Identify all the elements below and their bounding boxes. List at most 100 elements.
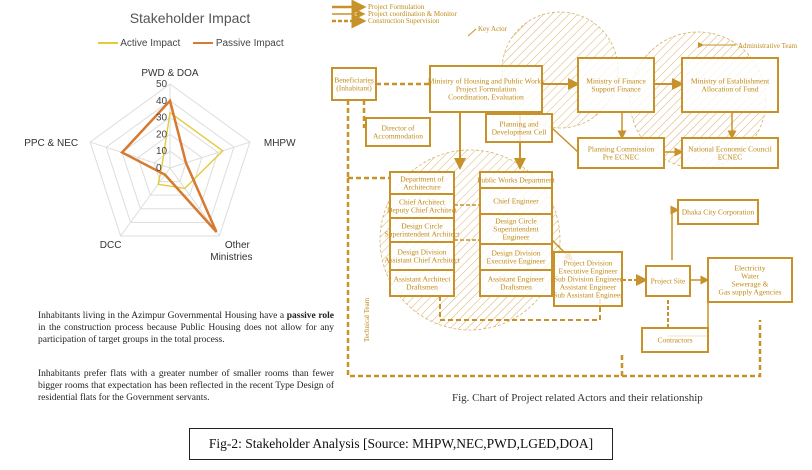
box-project-site (645, 265, 691, 297)
key-actor-label: Key Actor (478, 25, 508, 33)
box-text-project-division: Sub Division Engineer (554, 275, 623, 284)
box-text-asst-architect: Assistant Architect (394, 275, 452, 284)
box-text-asst-engineer: Draftsmen (500, 283, 532, 292)
box-ecnec (681, 137, 779, 169)
box-text-establishment: Allocation of Fund (701, 85, 758, 94)
box-text-design-division-a: Assistant Chief Architect (384, 256, 460, 265)
box-text-design-circle-a: Design Circle (401, 222, 443, 231)
radar-tick-label: 40 (156, 96, 168, 107)
box-text-architecture: Architecture (403, 183, 441, 192)
legend-coordination-text: Project coordination & Monitor (368, 10, 458, 18)
diagram-legend: Project Formulation Project coordination… (332, 0, 458, 29)
box-text-project-site: Project Site (651, 277, 686, 286)
box-text-project-division: Assistant Engineer (560, 283, 617, 292)
legend-swatch-passive (193, 42, 214, 45)
box-beneficiaries (331, 67, 377, 101)
box-project-division (553, 251, 623, 307)
box-text-utilities: Sewerage & (732, 280, 769, 289)
box-planning-cell (485, 113, 553, 143)
box-text-design-division-e: Design Division (492, 249, 541, 258)
box-text-ecnec: ECNEC (718, 153, 743, 162)
box-text-utilities: Gas supply Agencies (719, 288, 782, 297)
technical-team-label: Technical Team (363, 297, 371, 342)
radar-series-active-impact (157, 111, 224, 190)
box-dhaka (677, 199, 759, 225)
radar-series (120, 98, 224, 233)
actor-diagram: Project Formulation Project coordination… (331, 0, 798, 378)
radar-series-passive-impact (120, 98, 218, 233)
diagram-boxes: Beneficiaries(Inhabitant) Ministry of Hou… (331, 57, 793, 353)
box-text-utilities: Electricity (734, 264, 765, 273)
box-text-director: Accommodation (373, 132, 423, 141)
box-text-design-circle-e: Superintendent (493, 225, 539, 234)
radar-axis-label-cont: Ministries (210, 252, 252, 263)
box-chief-engineer (479, 187, 553, 215)
box-text-finance: Ministry of Finance (586, 77, 646, 86)
box-text-dhaka: Dhaka City Corporation (682, 208, 755, 217)
box-text-beneficiaries: Beneficiaries (334, 76, 374, 85)
radar-spoke (89, 141, 171, 169)
box-text-establishment: Ministry of Establishment (691, 77, 770, 86)
connector-bottom-loop (346, 178, 624, 378)
bottom-caption: Fig-2: Stakeholder Analysis [Source: MHP… (189, 428, 613, 460)
box-text-ecnec: National Economic Council (688, 145, 772, 154)
radar-axis-label: PWD & DOA (141, 68, 199, 79)
radar-tick-label: 20 (156, 129, 168, 140)
box-text-project-division: Executive Engineer (559, 267, 618, 276)
radar-grid (89, 83, 251, 237)
box-planning-commission (577, 137, 665, 169)
box-text-asst-architect: Draftsmen (406, 283, 438, 292)
box-text-ministry: Project Formulation (456, 85, 516, 94)
box-text-asst-engineer: Assistant Engineer (488, 275, 545, 284)
radar-spoke (120, 167, 171, 237)
legend-passive-label: Passive Impact (215, 38, 284, 49)
paragraph-role-bold: passive role (286, 311, 335, 321)
radar-tick-label: 0 (156, 163, 162, 174)
admin-team-label: Administrative Team (738, 42, 798, 50)
paragraph-role: Inhabitants living in the Azimpur Govern… (38, 310, 334, 346)
box-finance (577, 57, 655, 113)
legend-active-label: Active Impact (120, 38, 181, 49)
paragraph-role-end: in the construction process because Publ… (38, 323, 334, 345)
radar-axis-label: PPC & NEC (24, 138, 78, 149)
key-actor-pointer (467, 28, 477, 37)
box-text-contractors: Contractors (658, 336, 693, 345)
box-text-project-division: Project Division (564, 259, 613, 268)
radar-axis-label: MHPW (264, 138, 296, 149)
radar-tick-label: 50 (156, 79, 168, 90)
box-text-finance: Support Finance (591, 85, 641, 94)
radar-tick-label: 30 (156, 113, 168, 124)
connector-cell-planning (551, 127, 579, 153)
legend-supervision-text: Construction Supervision (368, 17, 440, 25)
box-text-pwd: Public Works Department (477, 176, 555, 185)
box-asst-engineer (479, 269, 553, 297)
box-utilities (707, 257, 793, 303)
box-text-design-division-a: Design Division (398, 248, 447, 257)
radar-spoke (169, 141, 251, 169)
radar-legend: Active Impact Passive Impact (98, 38, 284, 49)
box-text-planning-commission: Pre ECNEC (603, 153, 639, 162)
box-text-design-division-e: Executive Engineer (487, 257, 546, 266)
figure-caption: Fig. Chart of Project related Actors and… (452, 392, 703, 404)
box-ministry (429, 65, 543, 113)
box-text-architecture: Department of (400, 175, 444, 184)
legend-formulation-text: Project Formulation (368, 3, 425, 11)
radar-ring-30 (121, 116, 219, 210)
radar-ring-40 (105, 100, 235, 223)
box-asst-architect (389, 269, 455, 297)
box-chief-architect (389, 193, 455, 219)
box-director (365, 117, 431, 147)
box-text-director: Director of (381, 124, 415, 133)
box-establishment (681, 57, 779, 113)
connector-supervision-loop (439, 296, 601, 321)
box-text-chief-engineer: Chief Engineer (493, 197, 539, 206)
box-design-division-e (479, 243, 553, 271)
box-text-chief-architect: Chief Architect (399, 198, 446, 207)
legend-swatch-active (98, 42, 118, 45)
box-text-ministry: Ministry of Housing and Public Works (428, 77, 544, 86)
radar-tick-label: 10 (156, 146, 168, 157)
box-text-chief-architect: Deputy Chief Architect (387, 206, 458, 215)
box-text-beneficiaries: (Inhabitant) (336, 84, 372, 93)
paragraph-role-start: Inhabitants living in the Azimpur Govern… (38, 311, 287, 321)
